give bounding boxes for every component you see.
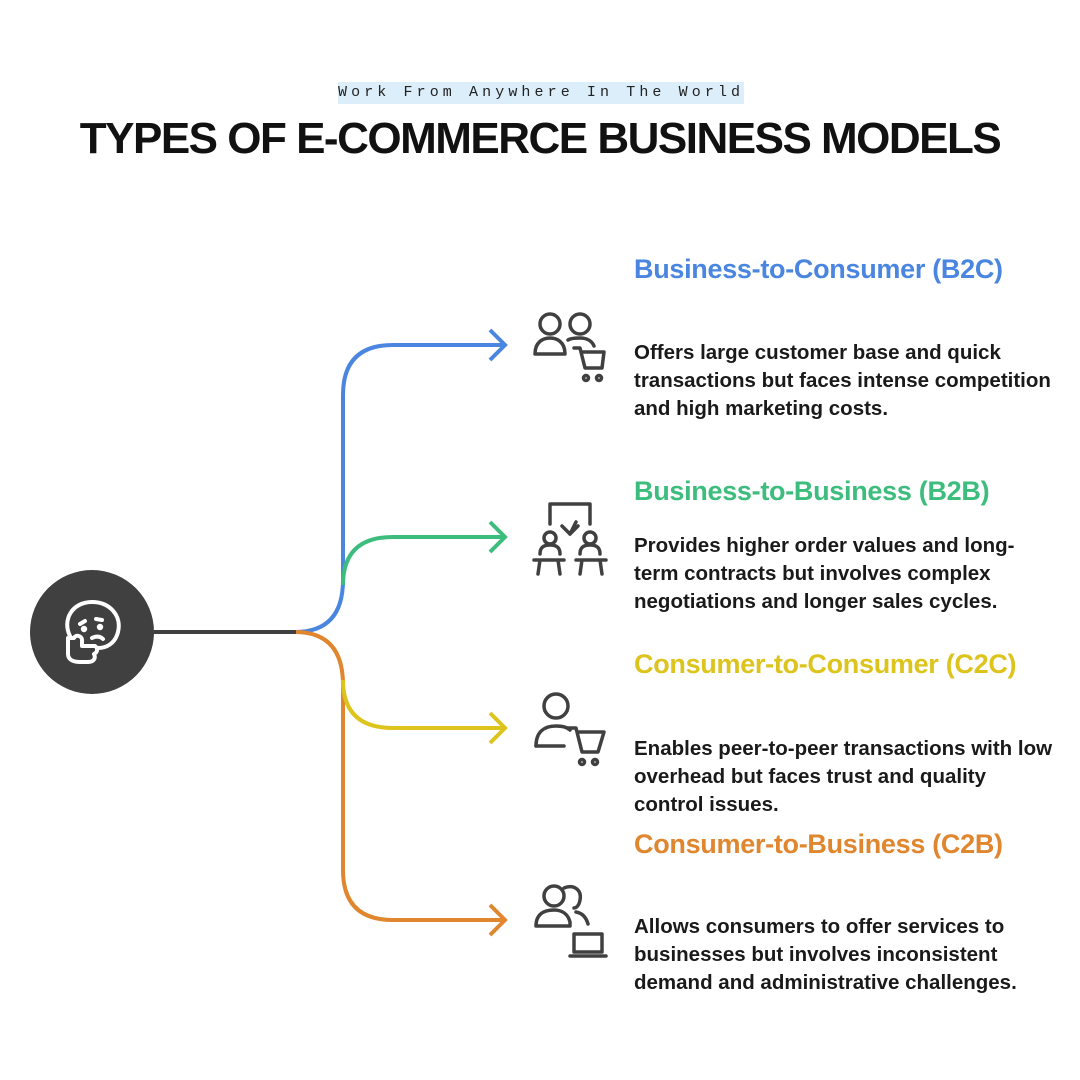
b2b-title: Business-to-Business (B2B) — [634, 476, 990, 506]
b2c-description: Offers large customer base and quick tra… — [634, 341, 1051, 420]
connector-c2c — [341, 679, 505, 730]
customers-cart-icon — [533, 312, 606, 383]
c2c-description: Enables peer-to-peer transactions with l… — [634, 737, 1053, 816]
b2b-description: Provides higher order values and long-te… — [634, 534, 1015, 613]
arrowhead-b2b — [488, 520, 508, 554]
c2c-title: Consumer-to-Consumer (C2C) — [634, 649, 1017, 679]
c2b-description: Allows consumers to offer services to bu… — [634, 915, 1017, 994]
people-laptop-icon — [534, 884, 608, 958]
tagline: Work From Anywhere In The World — [338, 82, 744, 104]
arrowhead-c2b — [488, 903, 508, 937]
thinking-face-icon — [65, 600, 121, 664]
b2c-title: Business-to-Consumer (B2C) — [634, 254, 1003, 284]
connector-b2b — [341, 535, 505, 586]
page-title: TYPES OF E-COMMERCE BUSINESS MODELS — [79, 114, 1002, 163]
arrowhead-b2c — [488, 328, 508, 362]
person-cart-icon — [534, 692, 606, 767]
connector-b2c — [294, 343, 505, 634]
c2b-title: Consumer-to-Business (C2B) — [634, 829, 1003, 859]
arrowhead-c2c — [488, 711, 508, 745]
connector-c2b — [294, 630, 505, 922]
business-meeting-icon — [532, 502, 608, 576]
hub-circle — [30, 570, 154, 694]
